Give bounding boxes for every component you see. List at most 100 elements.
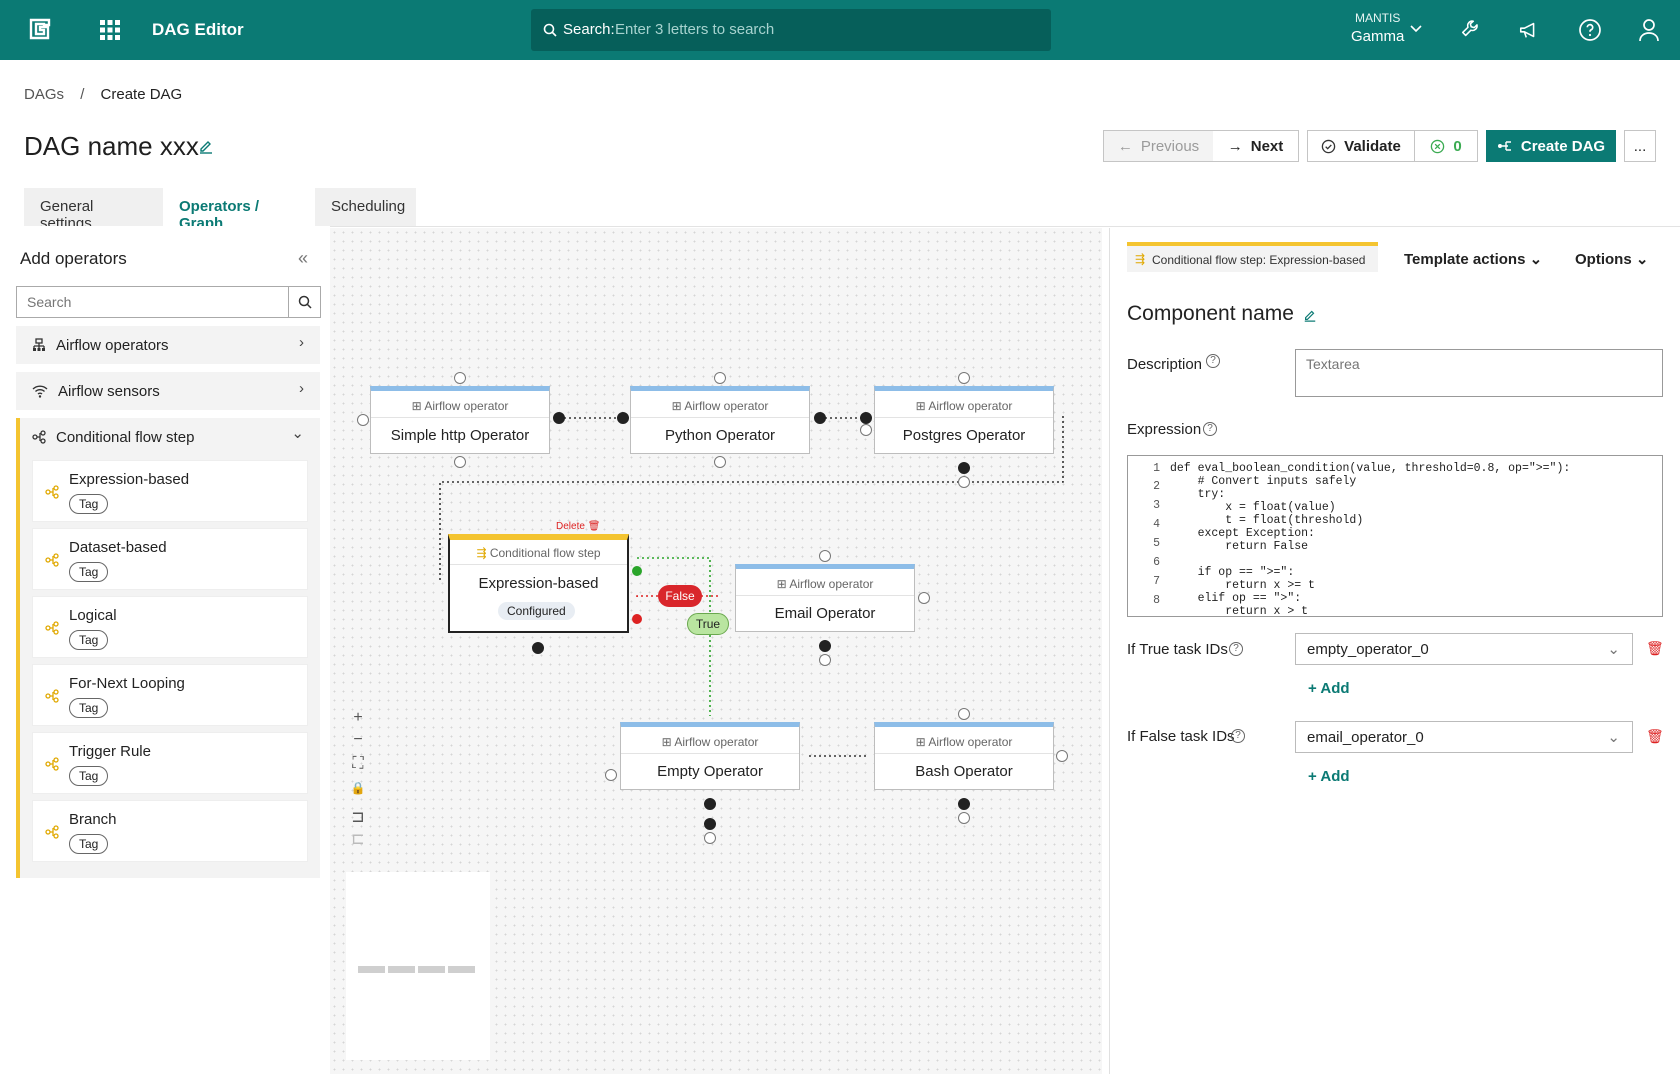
node-python-operator[interactable]: ⊞ Airflow operator Python Operator <box>630 386 810 454</box>
add-false-task-button[interactable]: + Add <box>1308 768 1350 785</box>
graph-canvas[interactable]: ⊞ Airflow operator Simple http Operator … <box>330 228 1102 1074</box>
port-out[interactable] <box>819 640 831 652</box>
tab-scheduling[interactable]: Scheduling <box>315 188 416 226</box>
port-out[interactable] <box>958 462 970 474</box>
port-out[interactable] <box>814 412 826 424</box>
description-textarea[interactable] <box>1295 349 1663 397</box>
panel-title: Add operators <box>20 249 127 268</box>
port-in[interactable] <box>860 412 872 424</box>
megaphone-icon[interactable] <box>1518 19 1540 41</box>
category-airflow-sensors[interactable]: Airflow sensors › <box>16 372 320 410</box>
node-simple-http-operator[interactable]: ⊞ Airflow operator Simple http Operator <box>370 386 550 454</box>
tab-operators-graph[interactable]: Operators / Graph <box>163 188 313 232</box>
minimap[interactable] <box>346 872 490 1060</box>
breadcrumb-dags-link[interactable]: DAGs <box>24 86 65 103</box>
operator-item-logical[interactable]: Logical Tag <box>32 596 308 658</box>
previous-button[interactable]: ←Previous <box>1103 130 1214 162</box>
wrench-icon[interactable] <box>1460 18 1482 40</box>
chevron-down-icon[interactable] <box>1410 25 1422 33</box>
node-bash-operator[interactable]: ⊞ Airflow operator Bash Operator <box>874 722 1054 790</box>
node-empty-operator[interactable]: ⊞ Airflow operator Empty Operator <box>620 722 800 790</box>
if-true-task-select[interactable]: empty_operator_0 ⌄ <box>1295 633 1633 665</box>
more-icon: ... <box>1633 137 1647 155</box>
options-dropdown[interactable]: Options ⌄ <box>1575 251 1649 268</box>
if-false-task-select[interactable]: email_operator_0 ⌄ <box>1295 721 1633 753</box>
port-false-out[interactable] <box>632 614 642 624</box>
help-icon[interactable]: ? <box>1231 729 1245 743</box>
user-icon[interactable] <box>1638 18 1660 42</box>
more-menu-button[interactable]: ... <box>1624 130 1656 162</box>
search-icon <box>543 23 557 37</box>
port-out[interactable] <box>704 832 716 844</box>
trash-icon[interactable]: 🗑 <box>1646 640 1664 656</box>
node-email-operator[interactable]: ⊞ Airflow operator Email Operator <box>735 564 915 632</box>
port-out[interactable] <box>714 456 726 468</box>
port-in[interactable] <box>958 372 970 384</box>
port-out[interactable] <box>553 412 565 424</box>
operator-search[interactable] <box>16 286 321 318</box>
template-actions-dropdown[interactable]: Template actions ⌄ <box>1404 251 1543 268</box>
expression-code-editor[interactable]: 1 2 3 4 5 6 7 8 def eval_boolean_conditi… <box>1127 455 1663 617</box>
component-name: Component name <box>1127 302 1294 325</box>
port-true-out[interactable] <box>632 566 642 576</box>
category-airflow-operators[interactable]: Airflow operators › <box>16 326 320 364</box>
app-logo-icon[interactable] <box>28 17 52 41</box>
edit-title-icon[interactable] <box>198 138 214 154</box>
help-icon[interactable]: ? <box>1206 354 1220 368</box>
chevron-right-icon: › <box>299 334 304 351</box>
operator-search-input[interactable] <box>17 287 289 317</box>
trash-icon[interactable]: 🗑 <box>1646 728 1664 744</box>
edit-name-icon[interactable] <box>1303 308 1317 322</box>
search-icon[interactable] <box>298 295 312 309</box>
port-in[interactable] <box>918 592 930 604</box>
error-circle-icon <box>1431 139 1445 153</box>
tenant-switcher[interactable]: MANTIS Gamma <box>1351 11 1404 45</box>
port-out[interactable] <box>958 476 970 488</box>
category-conditional-flow-step[interactable]: Conditional flow step ⌄ <box>16 418 320 456</box>
help-icon[interactable]: ? <box>1203 422 1217 436</box>
port-out[interactable] <box>454 456 466 468</box>
port-out[interactable] <box>704 818 716 830</box>
port-out[interactable] <box>532 642 544 654</box>
port-in[interactable] <box>454 372 466 384</box>
fit-view-icon[interactable]: ⛶ <box>352 755 364 772</box>
operator-item-dataset-based[interactable]: Dataset-based Tag <box>32 528 308 590</box>
port-in[interactable] <box>860 424 872 436</box>
port-out[interactable] <box>819 654 831 666</box>
tab-general-settings[interactable]: General settings <box>24 188 163 232</box>
tag-badge: Tag <box>69 766 109 786</box>
global-search-input[interactable]: Search: Enter 3 letters to search <box>531 9 1051 51</box>
layout-icon[interactable]: ⊐ <box>351 809 365 826</box>
operator-item-branch[interactable]: Branch Tag <box>32 800 308 862</box>
validate-button[interactable]: Validate <box>1307 130 1415 162</box>
port-out[interactable] <box>704 798 716 810</box>
operator-item-expression-based[interactable]: Expression-based Tag <box>32 460 308 522</box>
port-in[interactable] <box>958 708 970 720</box>
port-in[interactable] <box>357 414 369 426</box>
port-in[interactable] <box>819 550 831 562</box>
port-in[interactable] <box>617 412 629 424</box>
help-icon[interactable]: ? <box>1229 642 1243 656</box>
port-out[interactable] <box>1056 750 1068 762</box>
lock-icon[interactable]: 🔒 <box>350 781 366 795</box>
port-in[interactable] <box>605 769 617 781</box>
collapse-panel-icon[interactable]: « <box>298 248 309 268</box>
node-conditional-expression-based[interactable]: ⇶ Conditional flow step Expression-based… <box>448 534 629 633</box>
port-out[interactable] <box>958 798 970 810</box>
create-dag-button[interactable]: Create DAG <box>1486 130 1616 162</box>
add-true-task-button[interactable]: + Add <box>1308 680 1350 697</box>
port-out[interactable] <box>958 812 970 824</box>
delete-node-button[interactable]: Delete 🗑 <box>556 521 601 532</box>
zoom-in-icon[interactable]: + <box>353 709 363 726</box>
error-count-badge[interactable]: 0 <box>1414 130 1478 162</box>
operator-item-trigger-rule[interactable]: Trigger Rule Tag <box>32 732 308 794</box>
operator-item-for-next-looping[interactable]: For-Next Looping Tag <box>32 664 308 726</box>
layout-alt-icon[interactable]: ⊏ <box>351 831 365 848</box>
app-grid-icon[interactable] <box>100 20 120 40</box>
help-icon[interactable] <box>1578 18 1602 42</box>
zoom-out-icon[interactable]: − <box>353 731 363 748</box>
next-button[interactable]: →Next <box>1213 130 1299 162</box>
port-in[interactable] <box>714 372 726 384</box>
node-postgres-operator[interactable]: ⊞ Airflow operator Postgres Operator <box>874 386 1054 454</box>
chevron-down-icon: ⌄ <box>1607 729 1620 746</box>
